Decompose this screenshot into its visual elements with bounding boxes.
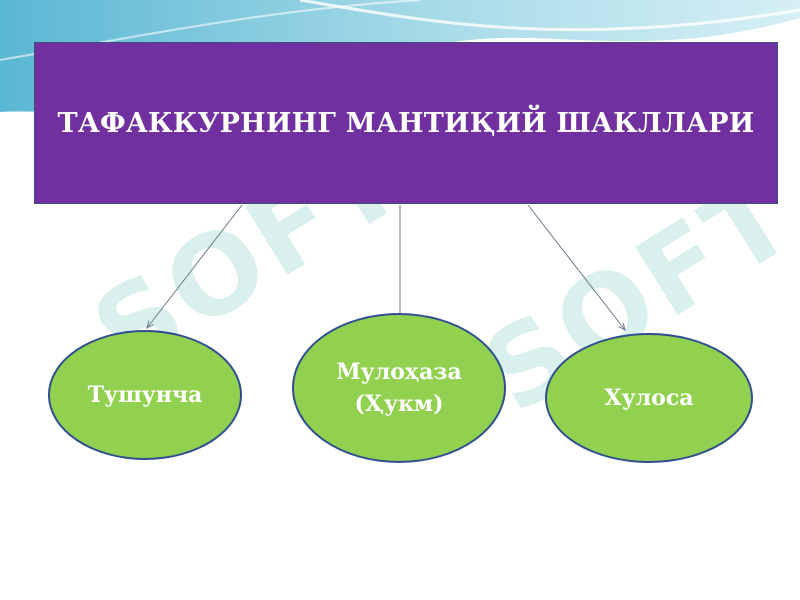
- node-label: Тушунча: [87, 382, 203, 408]
- diagram-title: ТАФАККУРНИНГ МАНТИҚИЙ ШАКЛЛАРИ: [57, 107, 755, 139]
- node-label: Хулоса: [604, 385, 694, 411]
- node-label: Мулоҳаза (Ҳукм): [336, 359, 462, 417]
- arrow-to-node-1: [147, 204, 243, 328]
- node-tushuncha: Тушунча: [48, 330, 242, 460]
- node-mulohaza: Мулоҳаза (Ҳукм): [292, 313, 506, 463]
- title-box: ТАФАККУРНИНГ МАНТИҚИЙ ШАКЛЛАРИ: [34, 42, 778, 204]
- node-xulosa: Хулоса: [545, 333, 753, 463]
- arrow-to-node-3: [527, 204, 625, 330]
